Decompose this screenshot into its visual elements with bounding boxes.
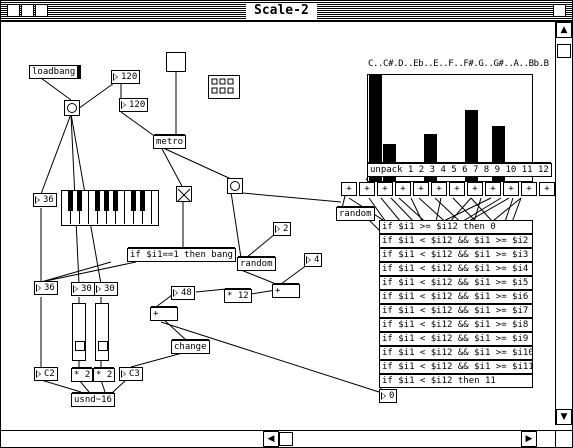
tempo-value: 120 [121, 72, 138, 82]
if-object-row[interactable]: if $i1 < $i12 && $i1 >= $i7 then 6 [379, 304, 533, 318]
if-object-row[interactable]: if $i1 < $i12 && $i1 >= $i3 then 2 [379, 248, 533, 262]
plus-button[interactable]: + [431, 182, 447, 196]
toggle-x-icon[interactable] [176, 186, 192, 202]
note-value-2: 36 [44, 283, 55, 293]
scroll-up-arrow-icon[interactable]: ▲ [556, 22, 572, 38]
note-number-box-2[interactable]: 36 [34, 281, 58, 295]
metro-object[interactable]: metro [153, 134, 187, 149]
random-object-2[interactable]: random [336, 206, 375, 221]
plus-button[interactable]: + [377, 182, 393, 196]
keyboard-slider[interactable] [61, 190, 159, 226]
if-object-row[interactable]: if $i1 < $i12 && $i1 >= $i5 then 4 [379, 276, 533, 290]
x-mark-icon [177, 188, 191, 202]
if-object-row[interactable]: if $i1 < $i12 && $i1 >= $i4 then 3 [379, 262, 533, 276]
patch-canvas[interactable]: loadbang 120 120 metro if $ [1, 22, 556, 425]
velocity-value: 30 [81, 284, 92, 294]
if-object-row[interactable]: if $i1 < $i12 && $i1 >= $i11 then 10 [379, 360, 533, 374]
title-bar[interactable]: Scale-2 [1, 1, 572, 22]
range-value: 2 [283, 224, 289, 234]
bang-button[interactable] [64, 100, 80, 116]
random-object[interactable]: random [237, 256, 276, 271]
range-number-box[interactable]: 2 [273, 222, 292, 236]
pitch-c3-box[interactable]: C3 [119, 367, 143, 381]
if-object-row[interactable]: if $i1 < $i12 && $i1 >= $i10 then 9 [379, 346, 533, 360]
tempo-value-2: 120 [129, 100, 146, 110]
vertical-scrollbar[interactable]: ▲ ▼ [555, 22, 572, 425]
multiply-12-object[interactable]: * 12 [224, 288, 252, 303]
if-object-row[interactable]: if $i1 < $i12 && $i1 >= $i2 then 1 [379, 234, 533, 248]
pitch-c2-value: C2 [44, 369, 55, 379]
if-object-row[interactable]: if $i1 >= $i12 then 0 [379, 220, 533, 234]
plus-button[interactable]: + [485, 182, 501, 196]
grid-icon[interactable] [208, 75, 240, 99]
loadbang-object[interactable]: loadbang [29, 65, 82, 79]
usnd-object[interactable]: usnd~16 [71, 392, 115, 407]
toggle-box[interactable] [166, 52, 186, 72]
result-value: 0 [389, 391, 395, 401]
multiply-object-2[interactable]: * 2 [93, 367, 116, 382]
plus-button[interactable]: + [359, 182, 375, 196]
range-value-2: 4 [314, 255, 320, 265]
plus-button[interactable]: + [467, 182, 483, 196]
plus-button[interactable]: + [413, 182, 429, 196]
plus-button[interactable]: + [341, 182, 357, 196]
zoom-box-icon[interactable] [553, 4, 566, 17]
window-title: Scale-2 [246, 3, 317, 19]
pitch-c3-value: C3 [129, 369, 140, 379]
range-number-box-2[interactable]: 4 [304, 253, 323, 267]
velocity-slider[interactable] [72, 303, 86, 361]
resize-grow-box-icon[interactable] [555, 430, 572, 447]
settings-icon[interactable] [35, 4, 48, 17]
plus-button[interactable]: + [539, 182, 555, 196]
note-bar[interactable] [369, 75, 382, 181]
tempo-number-box-2[interactable]: 120 [119, 98, 149, 112]
if-object-row[interactable]: if $i1 < $i12 then 11 [379, 374, 533, 388]
matrix-grid-icon [211, 78, 234, 94]
if-object-row[interactable]: if $i1 < $i12 && $i1 >= $i8 then 7 [379, 318, 533, 332]
offset-number-box[interactable]: 48 [171, 286, 195, 300]
scroll-left-arrow-icon[interactable]: ◀ [263, 431, 279, 447]
plus-button[interactable]: + [395, 182, 411, 196]
close-box-icon[interactable] [7, 4, 20, 17]
plus-button[interactable]: + [521, 182, 537, 196]
plus-object-2[interactable]: + [272, 283, 300, 298]
note-number-box[interactable]: 36 [33, 193, 57, 207]
scroll-right-arrow-icon[interactable]: ▶ [521, 431, 537, 447]
lock-icon[interactable] [21, 4, 34, 17]
if-object-row[interactable]: if $i1 < $i12 && $i1 >= $i9 then 8 [379, 332, 533, 346]
offset-value: 48 [181, 288, 192, 298]
plus-object[interactable]: + [150, 306, 178, 321]
plus-button[interactable]: + [449, 182, 465, 196]
horizontal-scroll-thumb[interactable] [279, 432, 293, 446]
vertical-scroll-thumb[interactable] [557, 44, 571, 58]
if-bang-object[interactable]: if $i1==1 then bang [127, 247, 236, 262]
note-value: 36 [43, 195, 54, 205]
unpack-object[interactable]: unpack 1 2 3 4 5 6 7 8 9 10 11 12 [367, 162, 552, 177]
pitch-c2-box[interactable]: C2 [34, 367, 58, 381]
result-number-box[interactable]: 0 [379, 389, 398, 403]
scroll-down-arrow-icon[interactable]: ▼ [556, 409, 572, 425]
change-object[interactable]: change [171, 339, 210, 354]
if-object-row[interactable]: if $i1 < $i12 && $i1 >= $i6 then 5 [379, 290, 533, 304]
bang-button-2[interactable] [227, 178, 243, 194]
note-labels: C..C#.D..Eb..E..F..F#.G..G#..A..Bb.B [368, 59, 549, 69]
horizontal-scrollbar[interactable]: ◀ ▶ [1, 430, 556, 447]
multiply-object[interactable]: * 2 [71, 367, 94, 382]
velocity-slider-2[interactable] [95, 303, 109, 361]
tempo-number-box[interactable]: 120 [111, 70, 141, 84]
plus-button[interactable]: + [503, 182, 519, 196]
velocity-number-box[interactable]: 30 [71, 282, 95, 296]
velocity-value-2: 30 [104, 284, 115, 294]
velocity-number-box-2[interactable]: 30 [94, 282, 118, 296]
